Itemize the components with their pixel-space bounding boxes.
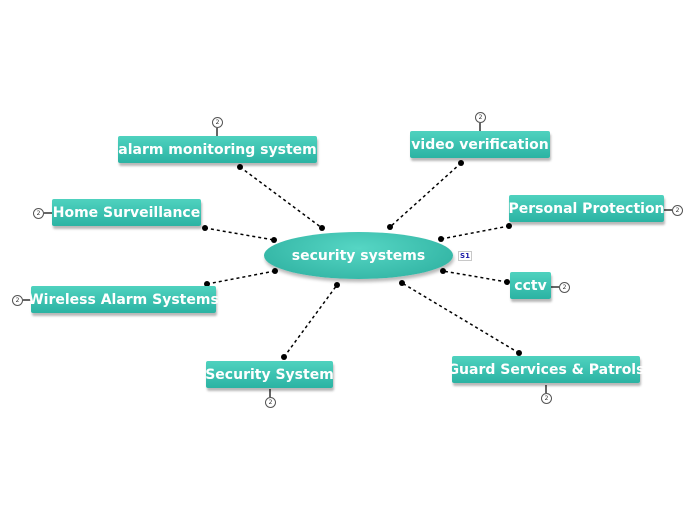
connector-video-verification — [389, 162, 462, 228]
collapsed-count-badge[interactable]: 2 — [212, 117, 223, 128]
collapsed-count-badge[interactable]: 2 — [33, 208, 44, 219]
connector-dot — [506, 223, 512, 229]
connector-dot — [504, 279, 510, 285]
connector-dot — [204, 281, 210, 287]
topic-label: Security System — [205, 366, 334, 383]
connector-home-surveillance — [204, 227, 275, 241]
connector-dot — [319, 225, 325, 231]
collapsed-count-badge[interactable]: 2 — [541, 393, 552, 404]
collapsed-count-badge[interactable]: 2 — [12, 295, 23, 306]
collapsed-count-badge[interactable]: 2 — [559, 282, 570, 293]
topic-home-surveillance[interactable]: Home Surveillance — [52, 199, 201, 226]
central-topic[interactable]: security systems — [264, 232, 453, 279]
connector-dot — [272, 268, 278, 274]
topic-label: Guard Services & Patrols — [447, 361, 645, 378]
connector-alarm-monitoring — [239, 166, 323, 229]
connector-dot — [281, 354, 287, 360]
topic-label: video verification — [411, 136, 549, 153]
topic-label: cctv — [514, 277, 547, 294]
topic-label: Wireless Alarm Systems — [28, 291, 219, 308]
connector-cctv — [442, 270, 508, 283]
topic-label: Home Surveillance — [52, 204, 201, 221]
collapsed-count-badge[interactable]: 2 — [475, 112, 486, 123]
connector-dot — [202, 225, 208, 231]
connector-guard-services — [401, 282, 520, 354]
connector-dot — [387, 224, 393, 230]
topic-label: alarm monitoring system — [118, 141, 317, 158]
central-topic-label: security systems — [291, 247, 426, 264]
collapsed-count-badge[interactable]: 2 — [265, 397, 276, 408]
topic-personal-protection[interactable]: Personal Protection — [508, 195, 665, 222]
connector-dot — [458, 160, 464, 166]
topic-alarm-monitoring-system[interactable]: alarm monitoring system — [118, 136, 317, 163]
topic-label: Personal Protection — [508, 200, 665, 217]
connector-dot — [516, 350, 522, 356]
topic-cctv[interactable]: cctv — [510, 272, 551, 299]
connector-dot — [399, 280, 405, 286]
connector-dot — [440, 268, 446, 274]
topic-guard-services-patrols[interactable]: Guard Services & Patrols — [448, 356, 644, 383]
connector-dot — [438, 236, 444, 242]
topic-wireless-alarm-systems[interactable]: Wireless Alarm Systems — [28, 286, 219, 313]
connector-dot — [334, 282, 340, 288]
topic-video-verification[interactable]: video verification — [410, 131, 550, 158]
connector-security-system — [283, 284, 338, 358]
connector-personal-protection — [440, 225, 510, 240]
connector-dot — [271, 237, 277, 243]
collapsed-count-badge[interactable]: 2 — [672, 205, 683, 216]
sheet-badge: S1 — [458, 251, 472, 261]
topic-security-system[interactable]: Security System — [205, 361, 334, 388]
connector-wireless-alarm — [206, 270, 276, 285]
connector-dot — [237, 164, 243, 170]
